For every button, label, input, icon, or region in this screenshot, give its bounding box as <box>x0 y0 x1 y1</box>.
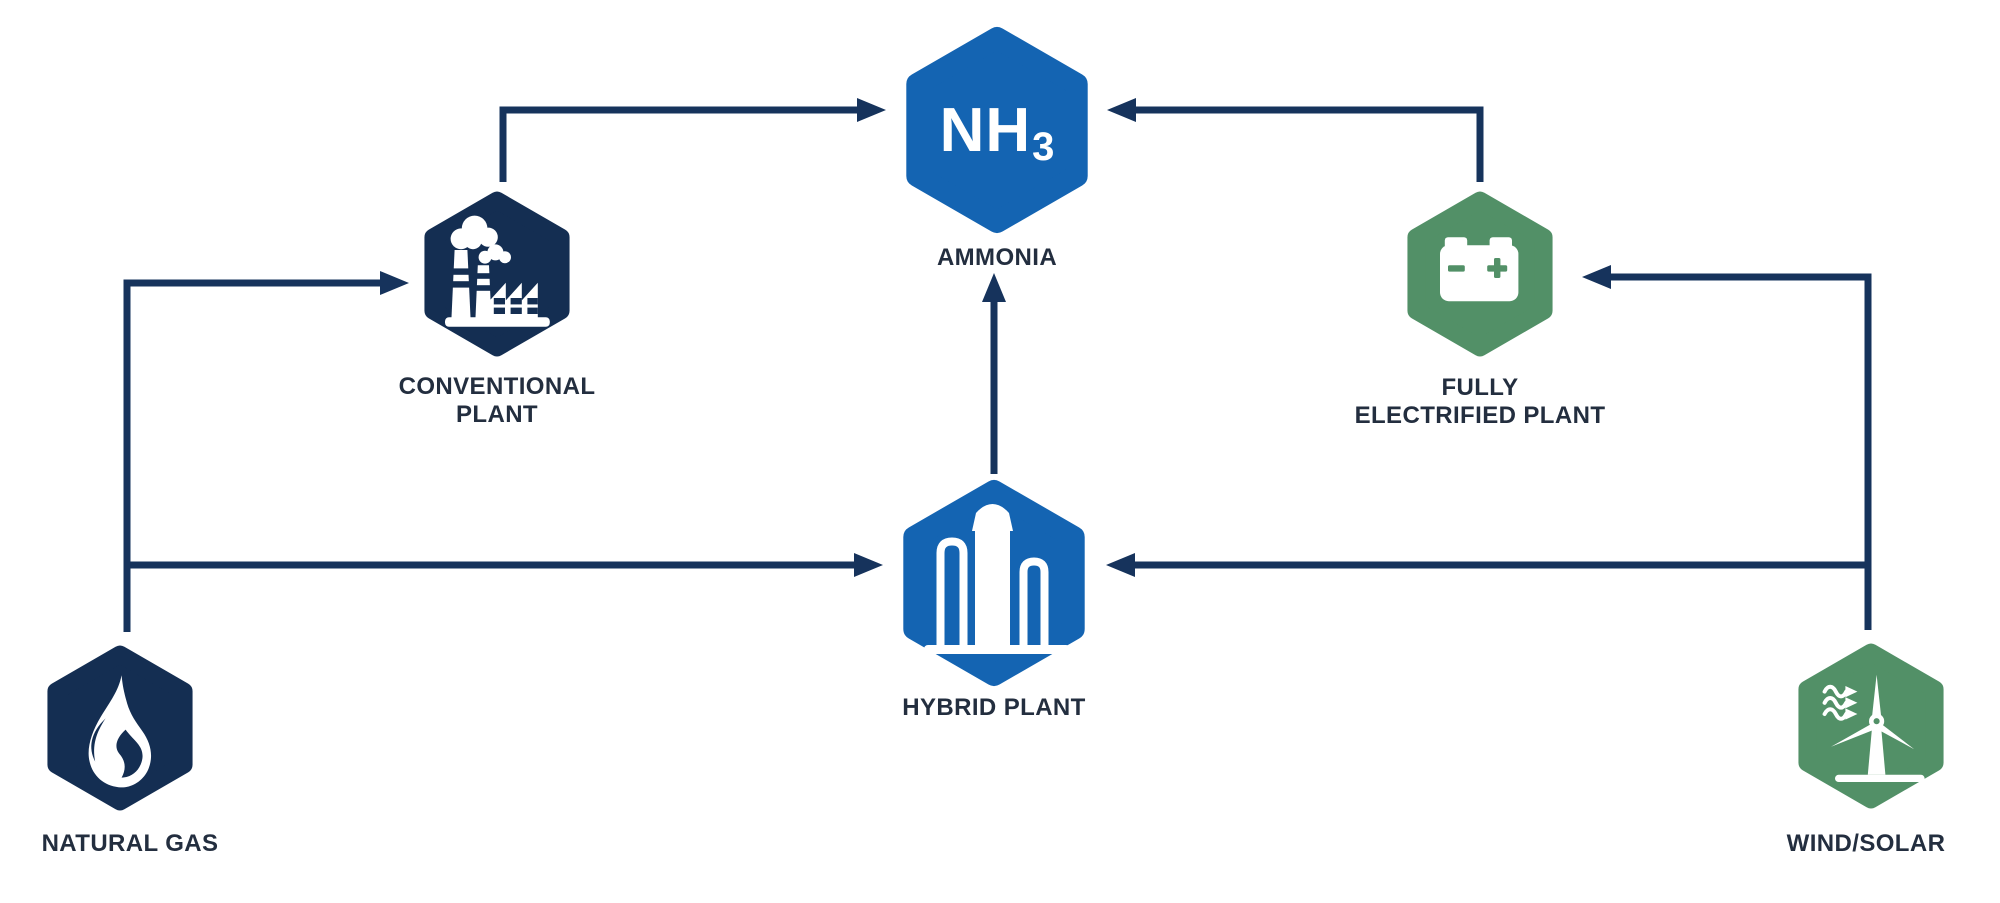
arrowhead <box>1107 98 1136 122</box>
arrow-natural-gas-to-hybrid-plant <box>127 553 883 577</box>
conventional-plant-hexagon <box>424 191 570 357</box>
node-wind-solar <box>1791 638 1951 819</box>
arrow-natural-gas-to-conventional-plant <box>123 271 409 632</box>
nh3-subscript: 3 <box>1032 124 1056 169</box>
wind-solar-label: WIND/SOLAR <box>1786 830 1946 857</box>
arrowhead <box>857 98 886 122</box>
hybrid-plant-hexagon <box>903 480 1085 686</box>
arrow-conventional-plant-to-ammonia <box>499 98 886 182</box>
fully-electrified-plant-label: FULLY ELECTRIFIED PLANT <box>1340 374 1620 430</box>
nh3-text: NH <box>939 95 1032 165</box>
arrow-electrified-plant-to-ammonia <box>1107 98 1484 182</box>
battery-icon <box>1440 237 1519 302</box>
natural-gas-hexagon <box>47 645 193 811</box>
distillation-towers-icon <box>924 504 1070 654</box>
factory-icon <box>445 215 550 327</box>
arrowhead <box>854 553 883 577</box>
arrowhead <box>1106 553 1135 577</box>
wind-turbine-icon <box>1822 674 1925 782</box>
node-natural-gas <box>40 640 200 821</box>
hexagon <box>906 27 1088 233</box>
ammonia-label: AMMONIA <box>936 244 1058 271</box>
arrowhead <box>982 273 1006 302</box>
node-fully-electrified-plant <box>1400 186 1560 367</box>
arrowhead <box>1582 265 1611 289</box>
natural-gas-label: NATURAL GAS <box>41 830 219 857</box>
conventional-plant-label-line1: CONVENTIONAL <box>398 373 596 400</box>
node-conventional-plant <box>417 186 577 367</box>
factory-icon-details <box>451 268 538 314</box>
arrow-wind-solar-to-hybrid-plant <box>1106 553 1868 577</box>
turbine-hub-dot <box>1873 718 1880 725</box>
conventional-plant-label-line2: PLANT <box>456 401 538 428</box>
node-hybrid-plant <box>894 473 1094 698</box>
conventional-plant-label: CONVENTIONAL PLANT <box>377 373 617 429</box>
ammonia-hexagon <box>906 27 1088 233</box>
arrow-wind-solar-to-electrified-plant <box>1582 265 1872 630</box>
battery-terminal-signs <box>1448 258 1508 278</box>
electrified-plant-hexagon <box>1407 191 1553 357</box>
arrow-hybrid-plant-to-ammonia <box>982 273 1006 474</box>
wind-gust-lines <box>1822 684 1849 721</box>
hybrid-plant-label: HYBRID PLANT <box>902 694 1086 721</box>
electrified-plant-label-line2: ELECTRIFIED PLANT <box>1354 402 1606 429</box>
node-ammonia <box>897 20 1097 245</box>
arrowhead <box>380 271 409 295</box>
wind-solar-hexagon <box>1798 643 1944 809</box>
flame-icon <box>88 675 152 788</box>
electrified-plant-label-line1: FULLY <box>1441 374 1519 401</box>
